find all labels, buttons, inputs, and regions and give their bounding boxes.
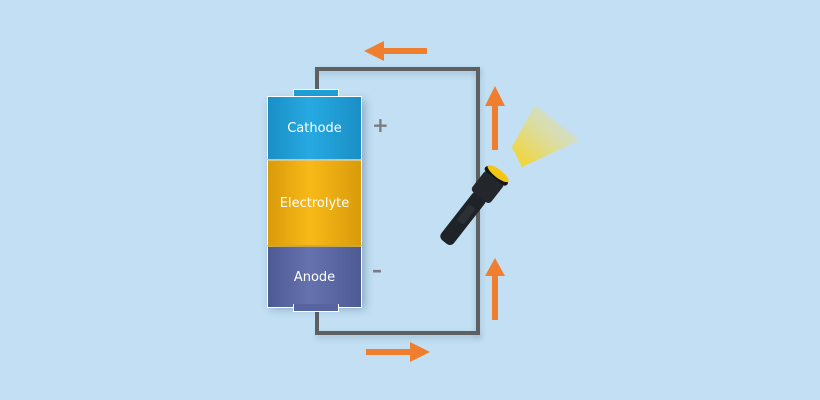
battery: Cathode Electrolyte Anode — [267, 96, 362, 308]
negative-sign: – — [372, 258, 382, 282]
cathode-label: Cathode — [287, 120, 342, 136]
wire-bottom — [316, 331, 480, 335]
anode-label: Anode — [293, 269, 336, 285]
anode-layer: Anode — [267, 245, 362, 308]
battery-positive-cap — [293, 89, 339, 98]
flashlight-icon — [440, 105, 580, 246]
arrow-right-icon — [366, 342, 430, 362]
battery-negative-cap — [293, 304, 339, 312]
electrolyte-label: Electrolyte — [279, 195, 350, 211]
electrolyte-layer: Electrolyte — [267, 159, 362, 245]
wire-left-top — [315, 67, 319, 91]
cathode-layer: Cathode — [267, 96, 362, 159]
arrow-up-icon — [485, 86, 505, 150]
positive-sign: + — [372, 113, 389, 137]
arrow-left-icon — [364, 41, 427, 61]
wire-top — [316, 67, 480, 71]
wire-left-bottom — [315, 310, 319, 335]
arrow-up-icon — [485, 258, 505, 320]
